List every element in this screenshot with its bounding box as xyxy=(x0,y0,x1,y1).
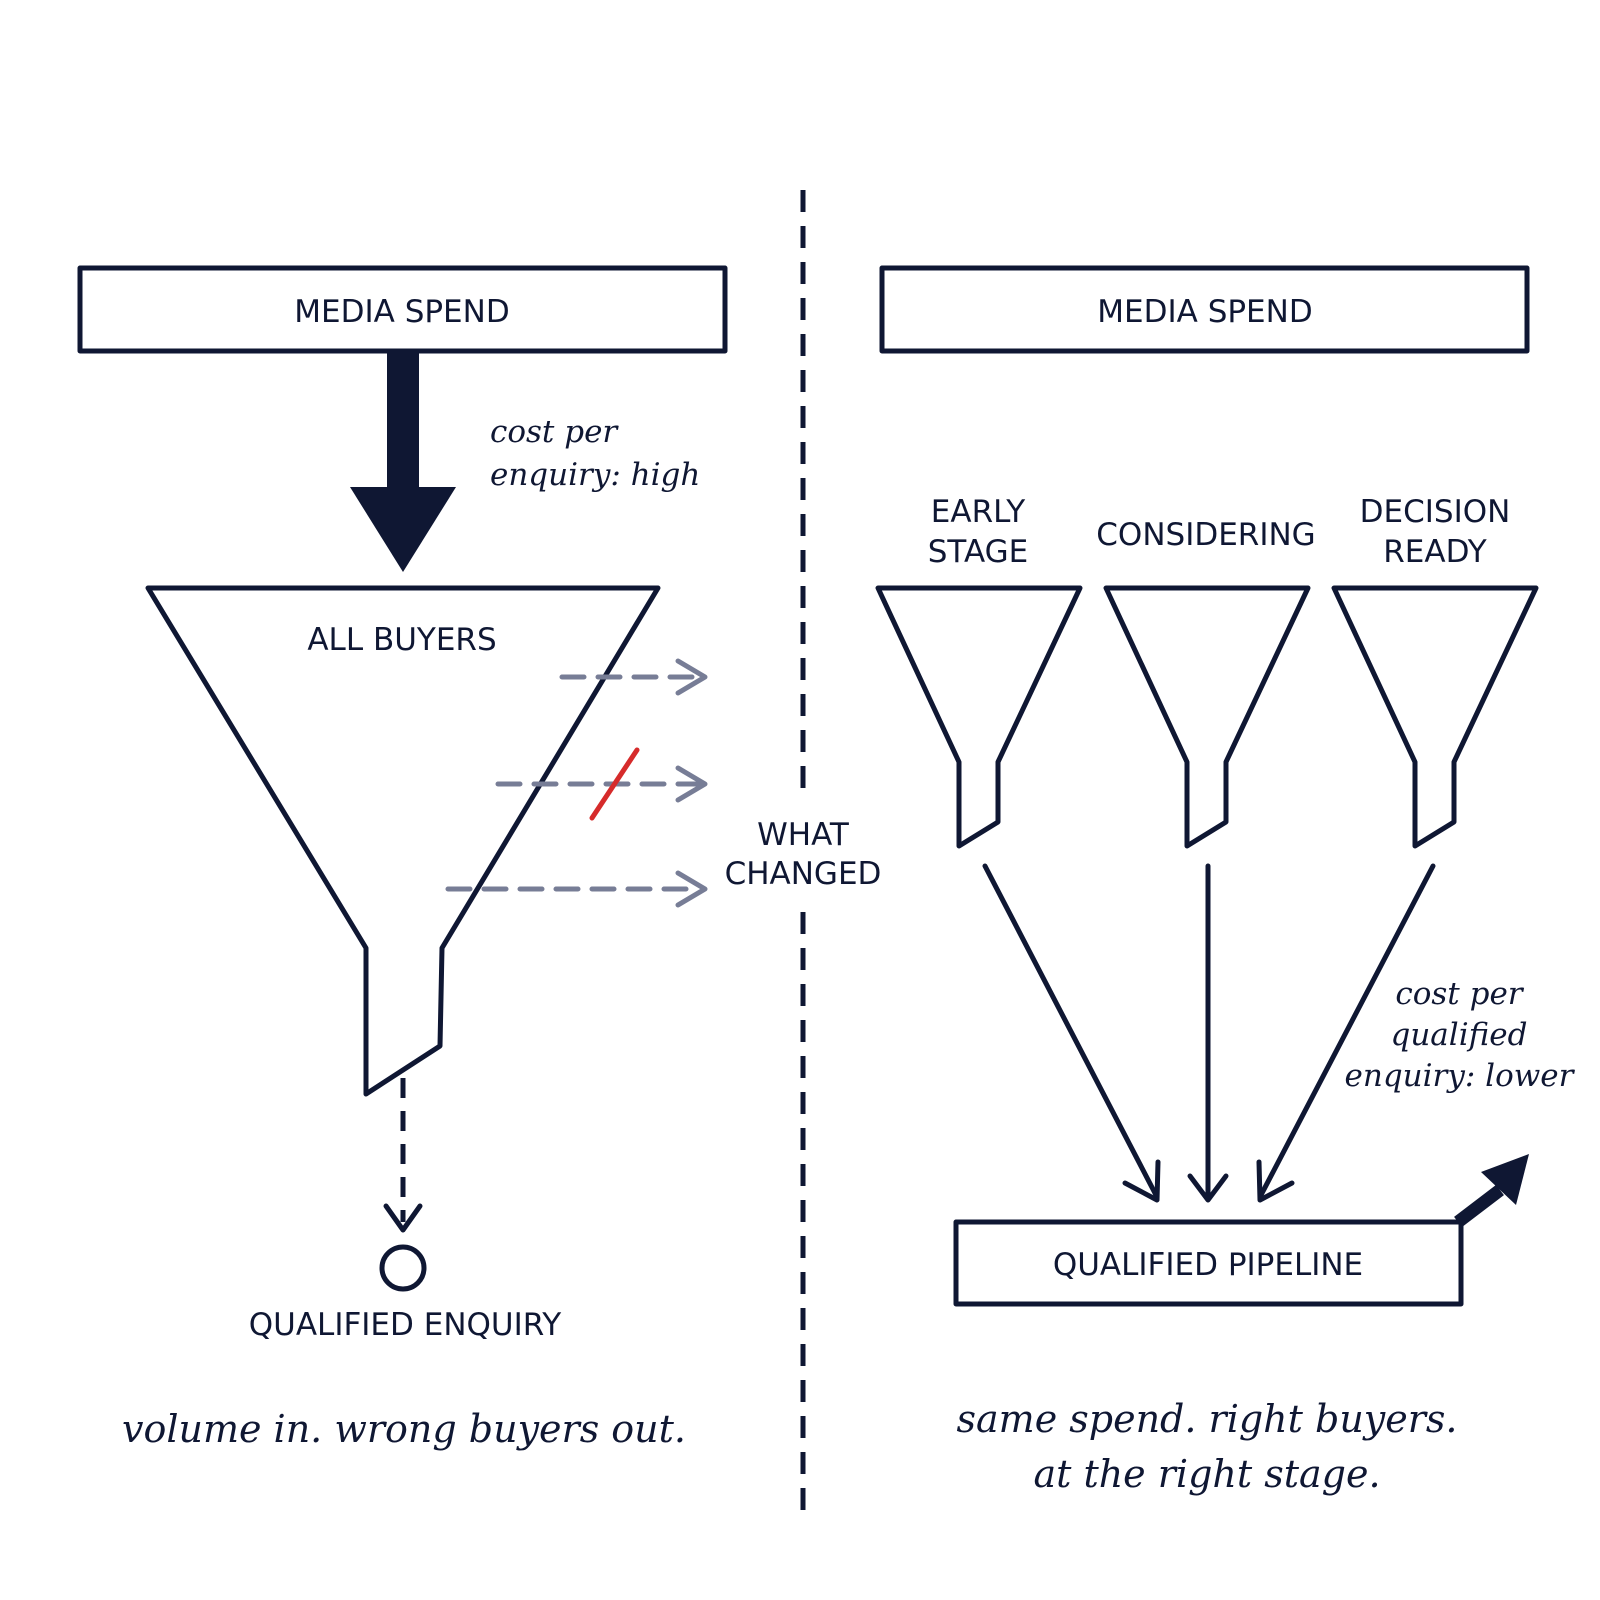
left-media-spend-label: MEDIA SPEND xyxy=(294,294,509,330)
decision-ready-arrow-head xyxy=(1256,1159,1295,1203)
left-panel: MEDIA SPEND cost per enquiry: high ALL B… xyxy=(77,265,728,1451)
big-arrow-head xyxy=(350,487,456,572)
all-buyers-funnel xyxy=(145,585,661,1097)
right-media-spend-box xyxy=(879,265,1530,354)
big-arrow-shaft xyxy=(387,351,419,491)
right-caption-line-1: same spend. right buyers. xyxy=(957,1397,1458,1441)
right-cost-note-line-2: qualified xyxy=(1391,1017,1528,1053)
right-panel: MEDIA SPEND EARLY STAGE CONSIDERING DECI… xyxy=(875,265,1576,1496)
funnel-early-stage xyxy=(875,585,1083,849)
right-media-spend-label: MEDIA SPEND xyxy=(1097,294,1312,330)
decision-ready-arrow xyxy=(1257,863,1436,1200)
funnel-considering xyxy=(1103,585,1311,849)
trend-arrow-shaft xyxy=(1454,1184,1504,1228)
qualified-enquiry-dot xyxy=(379,1244,427,1292)
enquiry-output-arrow-head xyxy=(383,1203,423,1233)
funnel-decision-ready xyxy=(1331,585,1539,849)
qualified-pipeline-label: QUALIFIED PIPELINE xyxy=(1053,1247,1363,1283)
blocked-slash-mark xyxy=(589,747,640,821)
divider-label-line-2: CHANGED xyxy=(725,856,882,892)
stage-decision-label-line-2: READY xyxy=(1383,534,1487,570)
early-stage-arrow-head xyxy=(1122,1159,1161,1203)
divider-label-line-1: WHAT xyxy=(757,817,850,853)
leak-arrow-3-head xyxy=(675,870,708,908)
stage-early-label-line-1: EARLY xyxy=(931,494,1025,530)
left-caption: volume in. wrong buyers out. xyxy=(122,1407,686,1451)
qualified-pipeline-box xyxy=(953,1219,1464,1307)
right-caption-line-2: at the right stage. xyxy=(1033,1452,1380,1496)
stage-decision-label-line-1: DECISION xyxy=(1360,494,1511,530)
qualified-enquiry-label: QUALIFIED ENQUIRY xyxy=(249,1307,562,1343)
left-cost-note-line-1: cost per xyxy=(490,414,619,450)
leak-arrow-1-head xyxy=(675,658,708,696)
right-cost-note-line-3: enquiry: lower xyxy=(1345,1058,1576,1094)
stage-considering-label: CONSIDERING xyxy=(1096,517,1315,553)
considering-arrow-head xyxy=(1187,1173,1229,1203)
trend-arrow-head xyxy=(1481,1154,1529,1205)
leak-arrow-2-head xyxy=(675,765,708,803)
stage-early-label-line-2: STAGE xyxy=(928,534,1028,570)
early-stage-arrow xyxy=(982,863,1160,1200)
left-cost-note-line-2: enquiry: high xyxy=(490,457,700,493)
right-cost-note-line-1: cost per xyxy=(1395,976,1524,1012)
funnel-label: ALL BUYERS xyxy=(307,622,496,658)
